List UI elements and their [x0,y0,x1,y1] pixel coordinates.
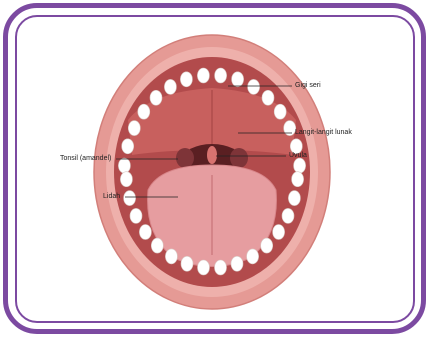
upper-tooth [180,72,192,87]
upper-tooth [232,72,244,87]
upper-tooth [248,79,260,94]
lower-tooth [282,208,294,223]
tonsil-right [230,148,248,168]
upper-tooth [164,79,176,94]
uvula [207,146,217,164]
lower-tooth [139,225,151,240]
lower-tooth [120,172,132,187]
upper-tooth [138,104,150,119]
lower-tooth [165,249,177,264]
upper-tooth [294,158,306,173]
upper-tooth [150,90,162,105]
lower-tooth [215,260,227,275]
lower-tooth [288,191,300,206]
upper-tooth [118,158,130,173]
lower-tooth [124,191,136,206]
lower-tooth [130,208,142,223]
upper-tooth [197,68,209,83]
lower-tooth [198,260,210,275]
lower-tooth [231,256,243,271]
lower-tooth [261,238,273,253]
lower-tooth [247,249,259,264]
label-lidah: Lidah [103,193,120,200]
label-langit-langit-lunak: Langit-langit lunak [295,129,352,136]
label-tonsil: Tonsil (amandel) [60,155,111,162]
upper-tooth [262,90,274,105]
label-uvula: Uvula [289,152,307,159]
lower-tooth [181,256,193,271]
upper-tooth [215,68,227,83]
upper-tooth [122,139,134,154]
lower-tooth [151,238,163,253]
upper-tooth [128,121,140,136]
upper-tooth [274,104,286,119]
lower-tooth [292,172,304,187]
tonsil-left [176,148,194,168]
label-gigi-seri: Gigi seri [295,82,321,89]
lower-tooth [273,225,285,240]
